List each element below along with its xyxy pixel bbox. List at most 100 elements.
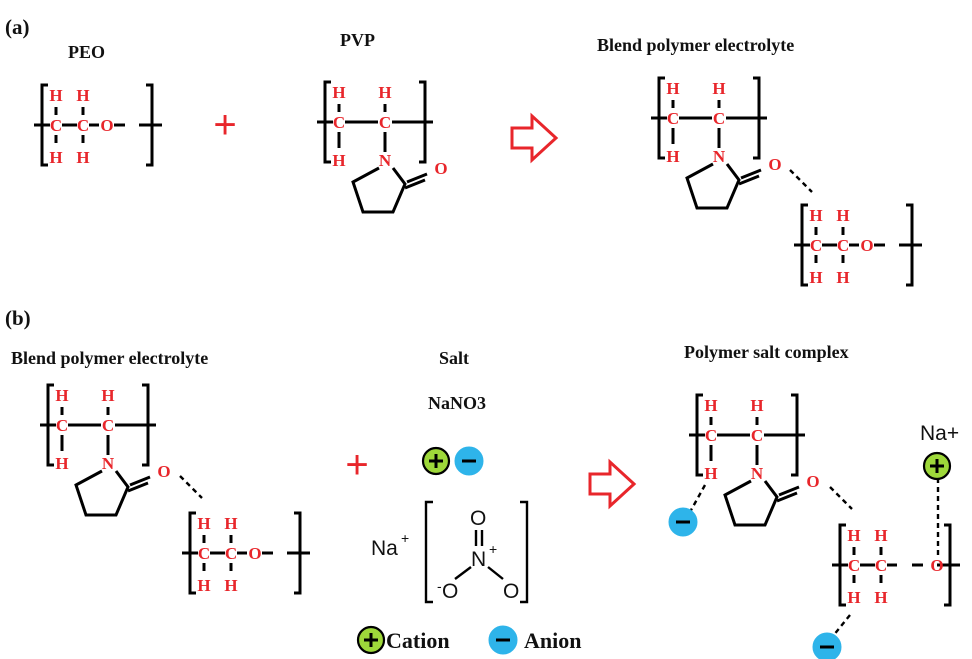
atom-carbon: C [56, 416, 68, 435]
atom-carbon: C [713, 109, 725, 128]
atom-hydrogen: H [55, 386, 68, 405]
atom-carbon: C [875, 556, 887, 575]
atom-oxygen: O [860, 236, 873, 255]
oxygen-right: O [503, 580, 519, 603]
atom-hydrogen: H [836, 206, 849, 225]
atom-oxygen: O [100, 116, 113, 135]
cation-icon [421, 446, 451, 476]
salt-title: Salt [439, 348, 469, 368]
atom-hydrogen: H [750, 396, 763, 415]
atom-oxygen: O [806, 472, 819, 491]
atom-carbon: C [667, 109, 679, 128]
blend-title-a: Blend polymer electrolyte [597, 35, 794, 55]
reaction-arrow [510, 112, 559, 164]
ion-interaction [832, 614, 851, 637]
reaction-arrow [588, 458, 637, 510]
atom-hydrogen: H [847, 588, 860, 607]
atom-nitrogen: N [379, 151, 392, 170]
atom-carbon: C [50, 116, 62, 135]
polymer-salt-complex: C C H H H N O C C O H H H H Na+ [667, 393, 962, 659]
atom-carbon: C [102, 416, 114, 435]
atom-nitrogen: N [751, 464, 764, 483]
plus-sign: + [213, 103, 236, 147]
atom-hydrogen: H [55, 454, 68, 473]
nitrogen-charge: + [489, 541, 497, 557]
atom-oxygen: O [930, 556, 943, 575]
atom-hydrogen: H [378, 83, 391, 102]
cation-icon [356, 625, 386, 655]
hydrogen-bond [789, 169, 813, 193]
hydrogen-bond [179, 475, 203, 499]
anion-icon [487, 624, 519, 656]
atom-carbon: C [705, 426, 717, 445]
atom-hydrogen: H [76, 148, 89, 167]
ion-interaction [688, 484, 707, 513]
anion-icon [453, 445, 485, 477]
panel-a-label: (a) [5, 15, 30, 39]
atom-hydrogen: H [809, 206, 822, 225]
atom-hydrogen: H [704, 396, 717, 415]
atom-carbon: C [837, 236, 849, 255]
atom-hydrogen: H [874, 588, 887, 607]
sodium-symbol: Na [371, 537, 398, 560]
blend-structure-a: C C H H H N O C C O H H H H [649, 76, 924, 287]
atom-hydrogen: H [49, 148, 62, 167]
sodium-nitrate-structure: Na + O N + - O O [371, 500, 529, 604]
pvp-title: PVP [340, 30, 375, 50]
oxygen-left: O [442, 580, 458, 603]
atom-hydrogen: H [712, 79, 725, 98]
atom-hydrogen: H [332, 151, 345, 170]
atom-nitrogen: N [713, 147, 726, 166]
atom-hydrogen: H [224, 576, 237, 595]
atom-hydrogen: H [224, 514, 237, 533]
pvp-structure: C C H H H N O [315, 80, 448, 214]
atom-carbon: C [848, 556, 860, 575]
atom-nitrogen: N [102, 454, 115, 473]
atom-hydrogen: H [874, 526, 887, 545]
atom-hydrogen: H [197, 576, 210, 595]
panel-b-label: (b) [5, 306, 31, 330]
atom-oxygen: O [248, 544, 261, 563]
atom-carbon: C [379, 113, 391, 132]
plus-sign: + [345, 443, 368, 487]
atom-oxygen: O [434, 159, 447, 178]
salt-ion-pair [421, 445, 485, 477]
atom-hydrogen: H [76, 86, 89, 105]
atom-carbon: C [225, 544, 237, 563]
anion-icon [811, 631, 843, 659]
legend-anion-label: Anion [524, 628, 581, 653]
nitrogen-symbol: N [471, 548, 486, 571]
atom-carbon: C [810, 236, 822, 255]
atom-hydrogen: H [49, 86, 62, 105]
atom-hydrogen: H [197, 514, 210, 533]
hydrogen-bond [829, 486, 853, 510]
oxygen-top: O [470, 507, 486, 530]
atom-carbon: C [77, 116, 89, 135]
atom-oxygen: O [157, 462, 170, 481]
atom-hydrogen: H [836, 268, 849, 287]
salt-formula: NaNO3 [428, 393, 486, 413]
sodium-ion-label: Na+ [920, 422, 959, 445]
complex-title: Polymer salt complex [684, 342, 849, 362]
atom-carbon: C [751, 426, 763, 445]
cation-icon [922, 451, 952, 481]
sodium-charge: + [401, 530, 409, 546]
legend: Cation Anion [356, 624, 581, 656]
atom-hydrogen: H [666, 79, 679, 98]
atom-hydrogen: H [847, 526, 860, 545]
oxygen-left-charge: - [437, 578, 442, 594]
atom-oxygen: O [768, 155, 781, 174]
legend-cation-label: Cation [386, 628, 450, 653]
blend-structure-b: C C H H H N O C C O H H H H [38, 383, 312, 595]
peo-structure: C C O H H H H [32, 83, 164, 167]
atom-hydrogen: H [101, 386, 114, 405]
peo-title: PEO [68, 42, 105, 62]
atom-carbon: C [198, 544, 210, 563]
atom-hydrogen: H [666, 147, 679, 166]
atom-carbon: C [333, 113, 345, 132]
atom-hydrogen: H [704, 464, 717, 483]
anion-icon [667, 506, 699, 538]
atom-hydrogen: H [809, 268, 822, 287]
atom-hydrogen: H [332, 83, 345, 102]
